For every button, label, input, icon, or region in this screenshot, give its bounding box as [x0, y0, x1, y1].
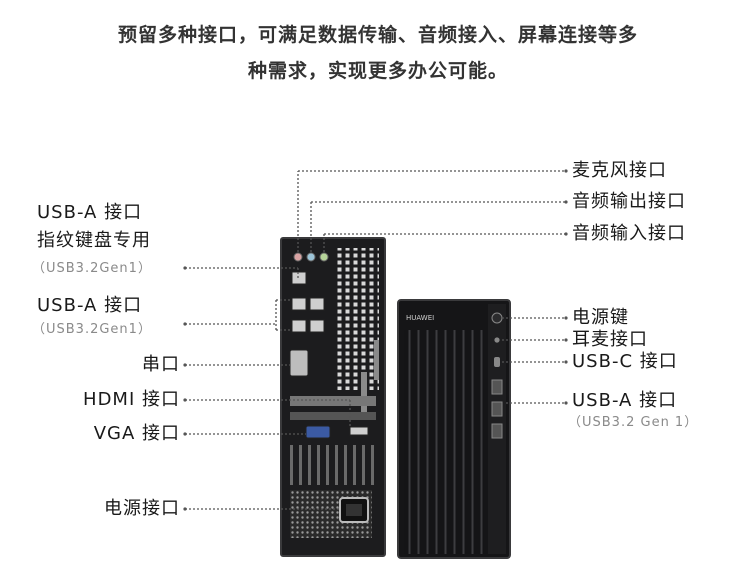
label-usb-a-front: USB-A 接口	[572, 390, 678, 411]
label-hdmi: HDMI 接口	[83, 389, 180, 410]
label-usb-c: USB-C 接口	[572, 351, 678, 372]
label-power-button: 电源键	[572, 307, 629, 328]
headline-line-1: 预留多种接口，可满足数据传输、音频接入、屏幕连接等多	[117, 24, 638, 46]
front-usb-a-port	[491, 423, 503, 439]
rear-usb-port	[309, 319, 325, 333]
label-usb-a-front-spec: （USB3.2 Gen 1）	[568, 415, 699, 430]
right-leader-dots	[564, 169, 568, 405]
rear-hdmi-port	[349, 426, 369, 436]
left-leader-lines	[185, 267, 351, 510]
rear-mic-jack	[293, 252, 303, 262]
front-tower: HUAWEI	[397, 299, 511, 559]
rear-vga-port	[305, 425, 331, 439]
rear-audio-out-jack	[306, 252, 316, 262]
rear-usb-port	[291, 297, 307, 311]
rear-usb-port	[309, 297, 325, 311]
label-usb-a-fingerprint-spec: （USB3.2Gen1）	[32, 261, 152, 276]
rear-usb-port	[291, 271, 307, 285]
rear-audio-in-jack	[319, 252, 329, 262]
front-power-button	[491, 312, 503, 324]
front-usb-c-port	[494, 357, 500, 367]
right-leader-lines	[297, 170, 566, 404]
label-audio-in: 音频输入接口	[572, 223, 686, 244]
rear-usb-port	[291, 319, 307, 333]
rear-tower	[280, 237, 386, 557]
label-power-port: 电源接口	[104, 498, 180, 519]
label-audio-out: 音频输出接口	[572, 191, 686, 212]
rear-serial-port	[289, 349, 309, 377]
left-leader-dots	[183, 266, 187, 511]
brand-logo: HUAWEI	[406, 314, 434, 322]
rear-vent	[337, 248, 379, 390]
label-vga: VGA 接口	[93, 423, 180, 444]
label-mic: 麦克风接口	[572, 160, 667, 181]
front-usb-a-port	[491, 379, 503, 395]
front-usb-a-port	[491, 401, 503, 417]
label-fingerprint-keyboard: 指纹键盘专用	[37, 230, 151, 251]
label-usb-a-spec: （USB3.2Gen1）	[32, 322, 152, 337]
front-headset-jack	[494, 337, 500, 343]
label-usb-a-fingerprint: USB-A 接口	[37, 202, 143, 223]
headline-line-2: 种需求，实现更多办公可能。	[247, 60, 508, 82]
label-serial-port: 串口	[142, 354, 180, 375]
label-headset: 耳麦接口	[572, 329, 648, 350]
label-usb-a: USB-A 接口	[37, 295, 143, 316]
